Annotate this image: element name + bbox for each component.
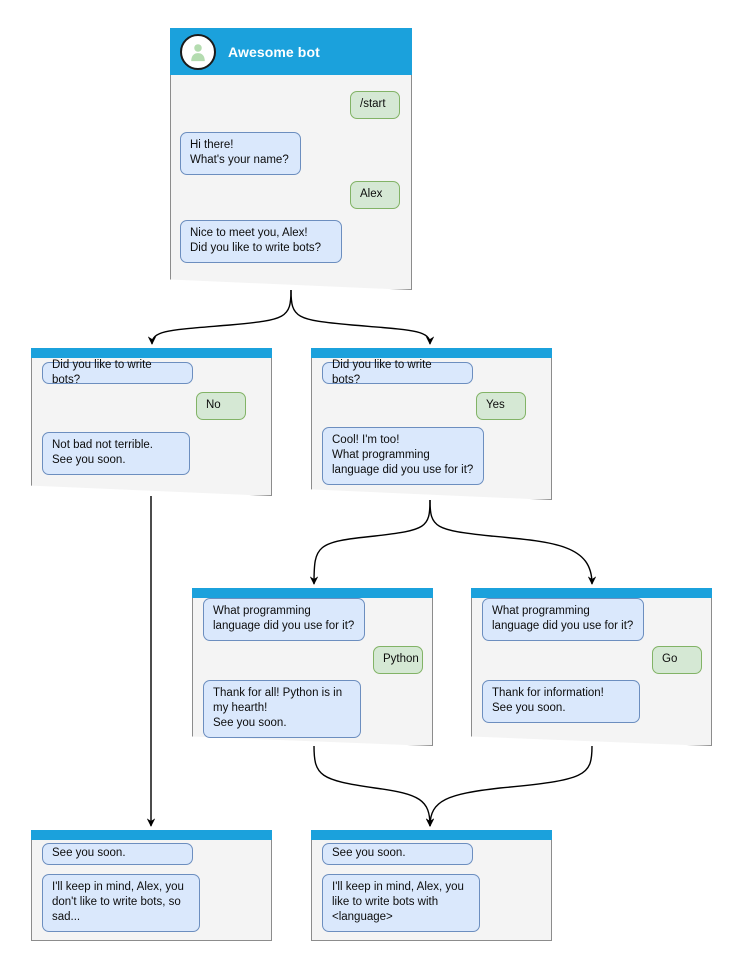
message-user: Python (373, 646, 423, 674)
node-end-happy[interactable]: See you soon. I'll keep in mind, Alex, y… (311, 830, 552, 941)
node-python-branch[interactable]: What programming language did you use fo… (192, 588, 433, 746)
node-go-branch[interactable]: What programming language did you use fo… (471, 588, 712, 746)
node-python-branch-header (192, 588, 433, 598)
message-bot: Not bad not terrible. See you soon. (42, 432, 190, 475)
message-user: No (196, 392, 246, 420)
edge-python-to-end-happy (313, 745, 435, 827)
message-bot: I'll keep in mind, Alex, you don't like … (42, 874, 200, 932)
message-bot: Thank for information! See you soon. (482, 680, 640, 723)
edge-go-to-end-happy (425, 745, 593, 827)
message-bot: Did you like to write bots? (322, 359, 473, 386)
edge-root-to-yes (290, 289, 435, 345)
message-bot: See you soon. (42, 843, 193, 865)
node-end-happy-header (311, 830, 552, 840)
node-go-branch-header (471, 588, 712, 598)
message-bot: Thank for all! Python is in my hearth! S… (203, 680, 361, 738)
message-bot: Nice to meet you, Alex! Did you like to … (180, 220, 342, 263)
message-user: /start (350, 91, 400, 119)
node-end-sad[interactable]: See you soon. I'll keep in mind, Alex, y… (31, 830, 272, 941)
edge-root-to-no (147, 289, 292, 345)
node-yes-branch[interactable]: Did you like to write bots? Yes Cool! I'… (311, 348, 552, 500)
edge-yes-to-python (309, 499, 431, 585)
user-avatar-icon (180, 33, 216, 70)
node-root[interactable]: Awesome bot /start Hi there! What's your… (170, 28, 412, 290)
edge-yes-to-go (429, 499, 597, 585)
message-bot: I'll keep in mind, Alex, you like to wri… (322, 874, 480, 932)
node-yes-branch-header (311, 348, 552, 358)
node-root-header: Awesome bot (170, 28, 412, 75)
message-bot: Did you like to write bots? (42, 359, 193, 386)
message-bot: Cool! I'm too! What programming language… (322, 427, 484, 485)
node-no-branch-header (31, 348, 272, 358)
message-bot: Hi there! What's your name? (180, 132, 301, 175)
page-title: Awesome bot (228, 43, 320, 60)
message-bot: What programming language did you use fo… (203, 598, 365, 641)
message-user: Go (652, 646, 702, 674)
message-bot: What programming language did you use fo… (482, 598, 644, 641)
node-no-branch[interactable]: Did you like to write bots? No Not bad n… (31, 348, 272, 496)
message-user: Alex (350, 181, 400, 209)
message-user: Yes (476, 392, 526, 420)
message-bot: See you soon. (322, 843, 473, 865)
node-end-sad-header (31, 830, 272, 840)
